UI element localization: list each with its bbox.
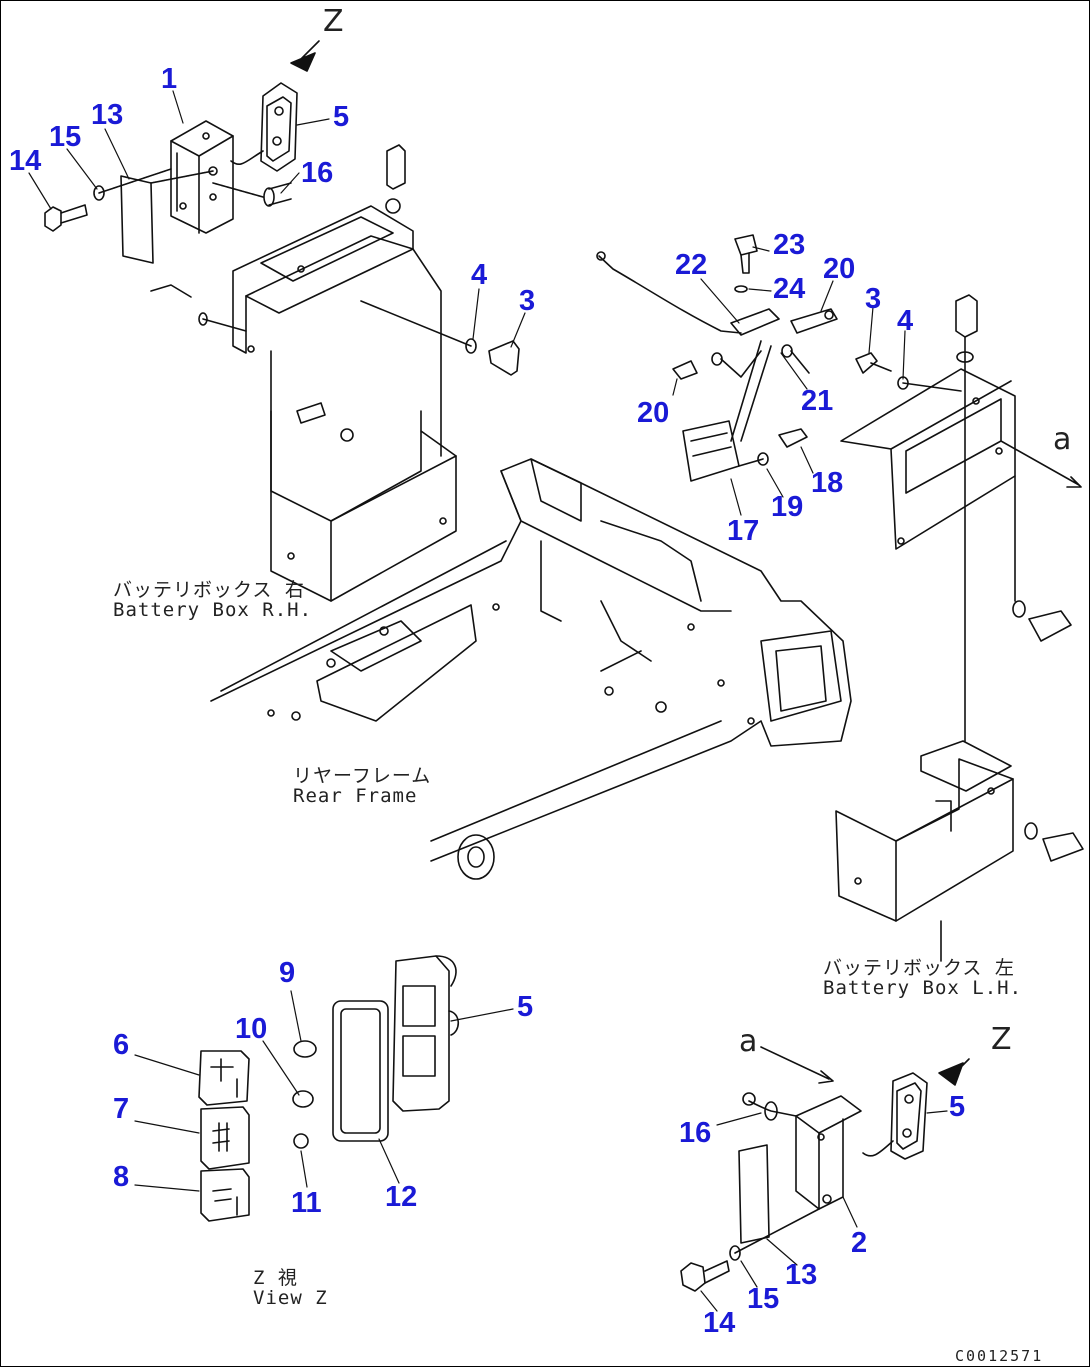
callout-15: 15: [747, 1283, 780, 1315]
callout-16: 16: [679, 1117, 712, 1149]
frame-pin-hole: [457, 834, 495, 880]
callout-15: 15: [49, 121, 82, 153]
battery-cover-rh: [232, 144, 414, 354]
caption-rear-frame: リヤーフレーム Rear Frame: [293, 765, 432, 807]
view-letter-z-right: Z: [991, 1022, 1012, 1057]
bolt-18: [738, 428, 808, 467]
lamp-5-upper: [230, 82, 298, 172]
callout-11: 11: [291, 1187, 322, 1219]
gasket-12: [332, 1000, 389, 1142]
callout-2: 2: [851, 1227, 868, 1259]
callout-4: 4: [471, 259, 488, 291]
bolt-14-upper: [44, 185, 105, 232]
callout-1: 1: [161, 63, 178, 95]
arrow-letter-a-bottom: a: [739, 1024, 758, 1059]
lamp-housing-5: [392, 955, 460, 1112]
bolt-left-cover: [150, 284, 247, 332]
bolt-lh-mid: [1012, 600, 1072, 642]
bolt-lh-lower: [1024, 822, 1084, 862]
callout-6: 6: [113, 1029, 130, 1061]
caption-view-z: Z 視 View Z: [253, 1267, 328, 1309]
callout-7: 7: [113, 1093, 130, 1125]
bracket-22: [730, 308, 780, 336]
caption-battery-box-rh-en: Battery Box R.H.: [113, 598, 313, 621]
caption-battery-box-lh-en: Battery Box L.H.: [823, 976, 1023, 999]
callout-19: 19: [771, 491, 804, 523]
callout-20: 20: [637, 397, 670, 429]
view-letter-z-top: Z: [323, 4, 344, 39]
wire-harness-22: [596, 251, 742, 334]
callout-12: 12: [385, 1181, 418, 1213]
callout-23: 23: [773, 229, 806, 261]
caption-battery-box-lh-jp: バッテリボックス 左: [823, 957, 1015, 979]
callout-5: 5: [517, 991, 534, 1023]
rod-21: [672, 340, 810, 442]
callout-22: 22: [675, 249, 708, 281]
callout-3: 3: [865, 283, 882, 315]
callout-20: 20: [823, 253, 856, 285]
gasket-13-lower: [738, 1144, 770, 1244]
callout-3: 3: [519, 285, 536, 317]
grommet-16-upper: [263, 182, 292, 207]
caption-rear-frame-en: Rear Frame: [293, 784, 418, 807]
figure-number: C0012571: [955, 1347, 1044, 1365]
gasket-13-upper: [120, 175, 154, 264]
caption-view-z-en: View Z: [253, 1286, 328, 1309]
callout-4: 4: [897, 305, 914, 337]
clamp-17: [682, 420, 740, 482]
callout-8: 8: [113, 1161, 130, 1193]
callout-9: 9: [279, 957, 296, 989]
arrow-a-bottom: [760, 1046, 834, 1084]
lamp-lens-8: [200, 1168, 250, 1222]
leader-lines-upper: [98, 168, 264, 198]
arrow-z-top: [290, 40, 320, 72]
rear-frame: [210, 458, 852, 862]
callout-10: 10: [235, 1013, 268, 1045]
lamp-lens-6: [198, 1050, 250, 1106]
caption-battery-box-rh-jp: バッテリボックス 右: [113, 579, 305, 601]
callout-16: 16: [301, 157, 334, 189]
caption-battery-box-rh: バッテリボックス 右 Battery Box R.H.: [113, 579, 313, 621]
arrow-z-right: [938, 1058, 970, 1086]
bolt-3-left: [360, 300, 520, 376]
bulb-9: [293, 1040, 317, 1058]
bulb-11: [293, 1133, 309, 1149]
lamp-bracket-2: [795, 1095, 862, 1210]
arrow-a-right: [1000, 440, 1082, 488]
lamp-lens-7: [200, 1106, 250, 1170]
rh-box-alignment-lines: [270, 248, 442, 492]
caption-battery-box-lh: バッテリボックス 左 Battery Box L.H.: [823, 957, 1023, 999]
battery-box-lh: [835, 740, 1014, 922]
bolt-23: [734, 234, 758, 293]
bolt-3-right: [855, 352, 962, 392]
callout-13: 13: [785, 1259, 818, 1291]
callout-leaders: [28, 90, 948, 1312]
callout-14: 14: [703, 1307, 736, 1339]
callout-5: 5: [333, 101, 350, 133]
caption-view-z-jp: Z 視: [253, 1267, 298, 1289]
callout-14: 14: [9, 145, 42, 177]
grommet-16-lower: [742, 1092, 797, 1121]
callout-18: 18: [811, 467, 844, 499]
hinge-20-upper: [790, 308, 838, 334]
bulb-10: [292, 1090, 314, 1108]
callout-5: 5: [949, 1091, 966, 1123]
lamp-5-lower: [862, 1072, 928, 1160]
battery-box-rh: [270, 402, 457, 602]
callout-24: 24: [773, 273, 806, 305]
callout-13: 13: [91, 99, 124, 131]
callout-21: 21: [801, 385, 834, 417]
callout-17: 17: [727, 515, 760, 547]
battery-cover-lh: [840, 294, 1016, 550]
lh-vertical-leader: [964, 336, 1016, 742]
arrow-letter-a-right: a: [1053, 422, 1072, 457]
bolt-14-lower: [680, 1208, 820, 1292]
caption-rear-frame-jp: リヤーフレーム: [293, 765, 432, 787]
